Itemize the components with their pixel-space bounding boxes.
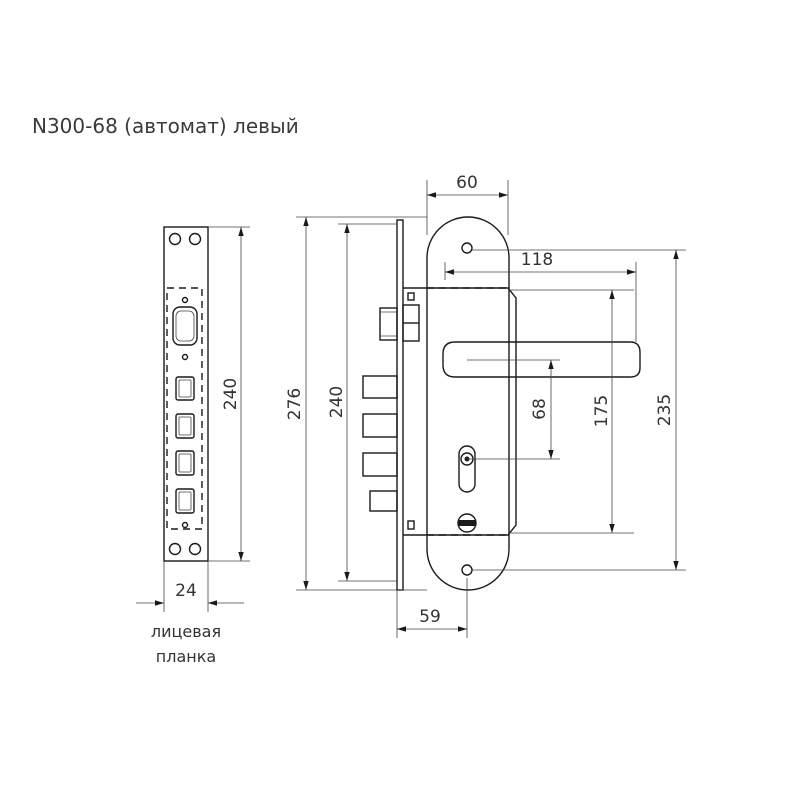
handle-length-dimension: 118 (444, 250, 637, 342)
dim-lock-body-height: 240 (327, 386, 347, 418)
lock-total-height-dimension: 276 (285, 216, 427, 591)
dim-center-distance: 68 (530, 398, 550, 420)
spindle-to-screw-dimension: 175 (509, 289, 634, 534)
center-distance-dimension: 68 (467, 359, 560, 460)
screw-hole (188, 232, 202, 246)
dim-backset: 59 (419, 607, 441, 627)
plate-height-dimension: 235 (472, 249, 686, 571)
dim-faceplate-width: 24 (175, 581, 197, 601)
dim-faceplate-height: 240 (221, 378, 241, 410)
faceplate-caption-line1: лицевая (151, 622, 221, 641)
bolt (362, 375, 398, 399)
bolt (362, 413, 398, 438)
dim-spindle-to-screw: 175 (592, 395, 612, 427)
dim-lock-total-height: 276 (285, 388, 305, 420)
backset-dimension: 59 (396, 578, 468, 638)
drawing-title: N300-68 (автомат) левый (32, 114, 299, 138)
dim-plate-height: 235 (655, 394, 675, 426)
dim-plate-width: 60 (456, 173, 478, 193)
faceplate-drawing (163, 226, 209, 562)
faceplate-width-dimension: 24 (136, 561, 244, 612)
handle-plate-drawing (426, 216, 641, 591)
faceplate-height-dimension: 240 (208, 226, 250, 562)
faceplate-caption-line2: планка (156, 647, 216, 666)
bolt (369, 490, 398, 512)
handle-lever (442, 341, 641, 378)
plate-width-dimension: 60 (426, 173, 509, 235)
screw-hole (168, 232, 182, 246)
screw-hole (168, 542, 182, 556)
lock-body-height-dimension: 240 (327, 223, 397, 582)
screw-hole (188, 542, 202, 556)
bolt (362, 452, 398, 477)
dim-handle-length: 118 (521, 250, 553, 270)
